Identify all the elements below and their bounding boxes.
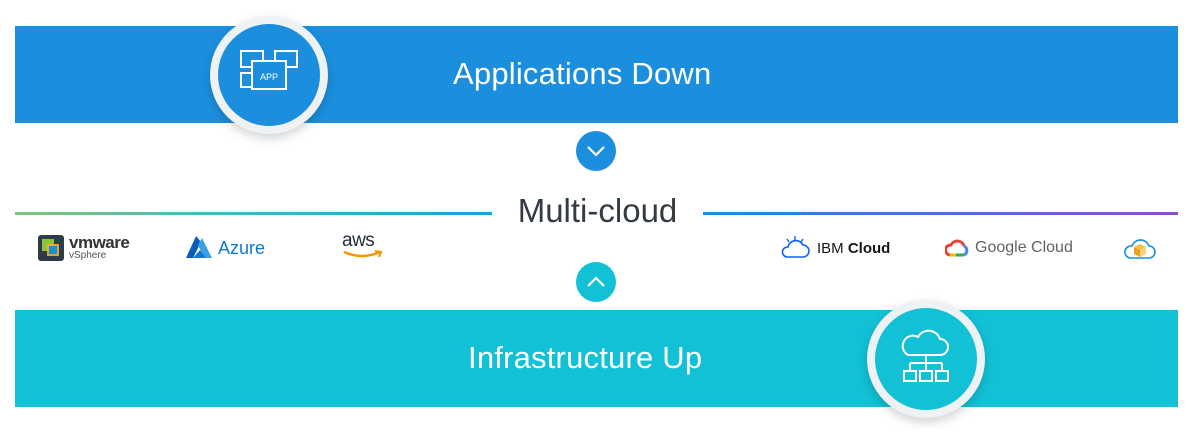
right-gradient-rule — [703, 212, 1178, 215]
chevron-down-icon — [576, 131, 616, 171]
google-cloud-label: Google Cloud — [975, 239, 1073, 256]
cloud-network-icon — [875, 308, 977, 410]
chevron-up-icon — [576, 262, 616, 302]
vmware-label: vmware — [69, 233, 130, 252]
google-cloud-logo: Google Cloud — [945, 238, 1073, 258]
cloud-cube-icon — [1124, 234, 1156, 264]
vsphere-label: vSphere — [69, 250, 107, 261]
multi-cloud-title: Multi-cloud — [517, 192, 678, 229]
left-gradient-rule — [15, 212, 492, 215]
applications-down-title: Applications Down — [453, 56, 712, 91]
applications-down-banner: Applications Down — [15, 26, 1178, 123]
azure-icon — [186, 236, 212, 258]
infrastructure-badge — [867, 300, 985, 418]
app-windows-icon: APP — [218, 24, 320, 126]
azure-logo: Azure — [184, 236, 265, 260]
ibm-cloud-logo: IBM Cloud — [781, 235, 890, 261]
aws-label: aws — [342, 230, 375, 251]
google-cloud-icon — [945, 239, 969, 257]
app-icon-label: APP — [260, 72, 278, 82]
infrastructure-up-title: Infrastructure Up — [468, 340, 703, 375]
azure-label: Azure — [218, 237, 266, 258]
infrastructure-up-banner: Infrastructure Up — [15, 310, 1178, 407]
app-badge: APP — [210, 16, 328, 134]
ibm-cloud-label: IBM Cloud — [817, 239, 891, 257]
vsphere-icon — [38, 234, 64, 261]
vmware-vsphere-logo: vmware vSphere — [38, 233, 130, 261]
aws-logo: aws — [342, 231, 384, 259]
aws-smile-icon — [343, 250, 383, 258]
ibm-cloud-icon — [781, 236, 810, 258]
